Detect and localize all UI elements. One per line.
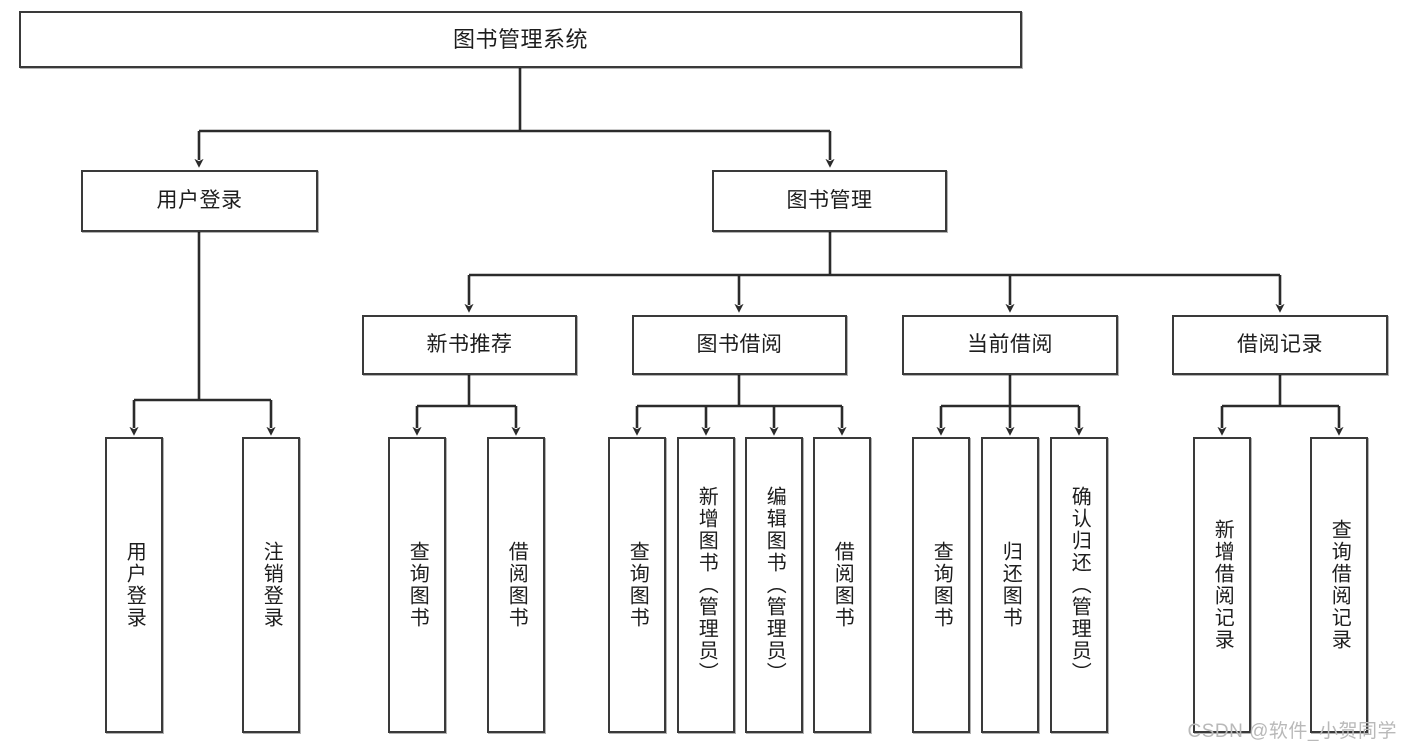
- node-user-login[interactable]: 用户登录: [81, 170, 318, 232]
- node-book-management-system[interactable]: 图书管理系统: [19, 11, 1022, 68]
- watermark-text: CSDN @软件_小贺同学: [1187, 721, 1397, 742]
- leaf-new-book-query[interactable]: 查询图书: [388, 437, 446, 733]
- node-label: 新书推荐: [426, 332, 513, 356]
- node-label: 借阅图书: [831, 541, 854, 629]
- leaf-current-borrow-return[interactable]: 归还图书: [981, 437, 1039, 733]
- node-label: 新增图书（管理员）: [695, 486, 718, 684]
- node-current-borrow[interactable]: 当前借阅: [902, 315, 1118, 375]
- leaf-book-borrow-query[interactable]: 查询图书: [608, 437, 666, 733]
- node-label: 借阅图书: [505, 541, 528, 629]
- leaf-book-borrow-edit[interactable]: 编辑图书（管理员）: [745, 437, 803, 733]
- node-label: 用户登录: [123, 541, 146, 629]
- node-label: 确认归还（管理员）: [1068, 486, 1091, 684]
- leaf-book-borrow-add[interactable]: 新增图书（管理员）: [677, 437, 735, 733]
- node-label: 用户登录: [156, 188, 243, 212]
- leaf-borrow-record-add[interactable]: 新增借阅记录: [1193, 437, 1251, 733]
- node-label: 查询图书: [930, 541, 953, 629]
- node-book-borrow[interactable]: 图书借阅: [632, 315, 847, 375]
- node-label: 查询图书: [406, 541, 429, 629]
- node-label: 图书管理系统: [452, 26, 588, 52]
- leaf-borrow-record-query[interactable]: 查询借阅记录: [1310, 437, 1368, 733]
- node-new-book-recommend[interactable]: 新书推荐: [362, 315, 577, 375]
- node-label: 归还图书: [999, 541, 1022, 629]
- node-label: 当前借阅: [967, 332, 1053, 356]
- leaf-current-borrow-query[interactable]: 查询图书: [912, 437, 970, 733]
- node-borrow-record[interactable]: 借阅记录: [1172, 315, 1388, 375]
- leaf-current-borrow-confirm-return[interactable]: 确认归还（管理员）: [1050, 437, 1108, 733]
- node-label: 查询借阅记录: [1328, 519, 1351, 651]
- leaf-new-book-borrow[interactable]: 借阅图书: [487, 437, 545, 733]
- node-label: 图书管理: [786, 188, 873, 212]
- leaf-user-login-login[interactable]: 用户登录: [105, 437, 163, 733]
- node-label: 编辑图书（管理员）: [763, 486, 786, 684]
- node-label: 新增借阅记录: [1211, 519, 1234, 651]
- node-label: 查询图书: [626, 541, 649, 629]
- leaf-user-login-logout[interactable]: 注销登录: [242, 437, 300, 733]
- node-label: 借阅记录: [1237, 332, 1323, 356]
- node-label: 图书借阅: [696, 332, 783, 356]
- node-label: 注销登录: [260, 541, 283, 629]
- node-book-management[interactable]: 图书管理: [712, 170, 947, 232]
- leaf-book-borrow-borrow[interactable]: 借阅图书: [813, 437, 871, 733]
